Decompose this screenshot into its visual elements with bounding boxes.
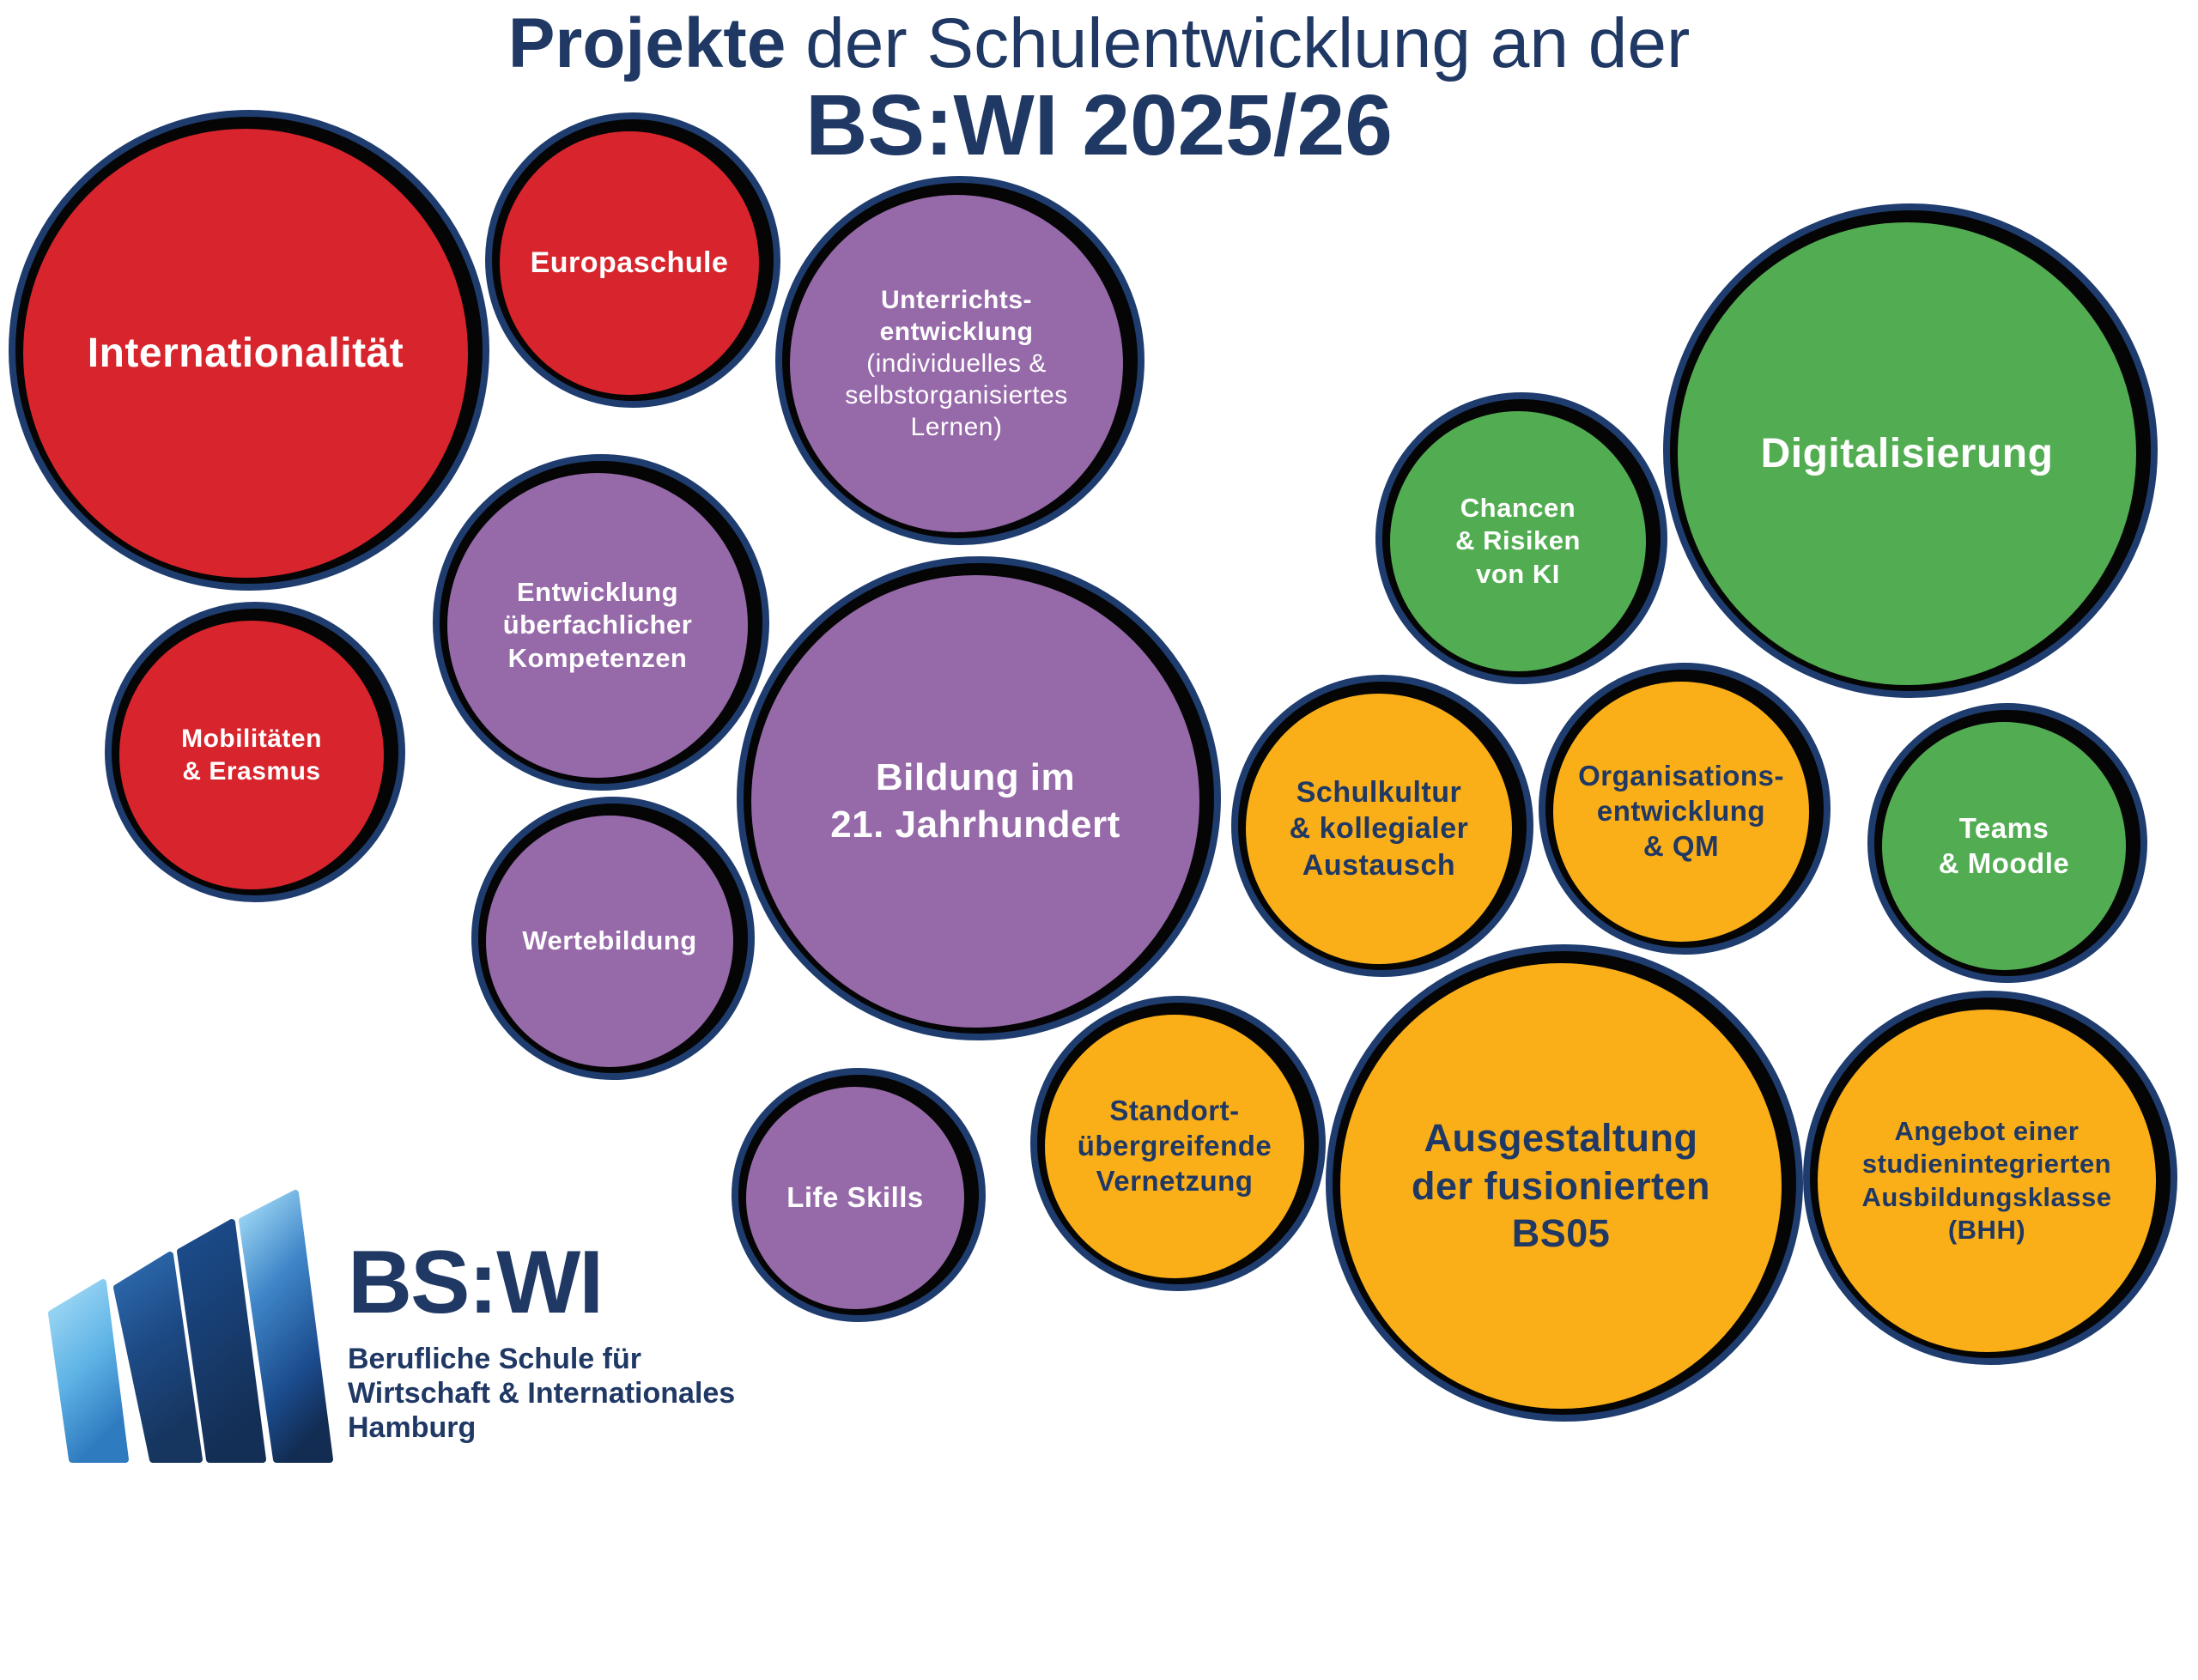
bswi-logo-name: BS:WI [348, 1233, 604, 1332]
bubble-label-line: Standort- [1109, 1095, 1240, 1127]
title-segment: der Schulentwicklung an der [786, 4, 1691, 82]
page-title-line1: Projekte der Schulentwicklung an der [0, 9, 2198, 79]
bubble-label-line: studienintegrierten [1861, 1149, 2112, 1180]
bubble-fill-organisationsentwicklung-qm: Organisations-entwicklung& QM [1553, 682, 1809, 942]
bubble-label-line: der fusionierten [1411, 1163, 1711, 1208]
bubble-label-line: (individuelles & [866, 349, 1047, 378]
bubble-wertebildung: Wertebildung [471, 797, 755, 1080]
bubble-label-line: & Risiken [1455, 525, 1581, 556]
bubble-label-line: BS05 [1511, 1211, 1611, 1256]
bswi-logo-subtitle-3: Hamburg [348, 1411, 477, 1445]
bubble-fill-unterrichtsentwicklung: Unterrichts-entwicklung (individuelles & s… [790, 195, 1123, 532]
bubble-label-mobilitaeten-erasmus: Mobilitäten& Erasmus [119, 723, 384, 786]
bubble-fill-internationalitaet: Internationalität [23, 129, 468, 578]
bubble-label-line: Ausgestaltung [1424, 1115, 1698, 1160]
bubble-fill-europaschule: Europaschule [500, 131, 759, 395]
bubble-label-line: Wertebildung [522, 925, 697, 956]
bubble-label-life-skills: Life Skills [746, 1180, 964, 1216]
bswi-logo-text: BS:WI Berufliche Schule für Wirtschaft &… [348, 1238, 735, 1444]
bubble-bildung-21-jahrhundert: Bildung im 21. Jahrhundert [737, 556, 1221, 1040]
bubble-fill-wertebildung: Wertebildung [486, 816, 733, 1067]
title-segment: Projekte [507, 4, 786, 82]
bubble-label-line: (BHH) [1947, 1214, 2026, 1245]
bubble-label-line: Entwicklung [516, 576, 679, 607]
title-segment: BS:WI 2025/26 [805, 77, 1393, 173]
bubble-label-wertebildung: Wertebildung [486, 925, 733, 957]
bubble-label-line: übergreifende [1077, 1130, 1272, 1162]
bubble-fill-digitalisierung: Digitalisierung [1678, 222, 2136, 685]
bubble-label-line: Schulkultur [1296, 776, 1462, 810]
bubble-label-europaschule: Europaschule [500, 245, 759, 281]
bubble-label-line: Lernen) [910, 413, 1003, 442]
bubble-label-line: Vernetzung [1096, 1164, 1254, 1197]
bubble-fill-life-skills: Life Skills [746, 1087, 964, 1309]
bubble-mobilitaeten-erasmus: Mobilitäten& Erasmus [105, 602, 405, 902]
bubble-label-line: entwicklung [879, 317, 1034, 346]
bubble-internationalitaet: Internationalität [9, 110, 489, 591]
bubble-fill-teams-moodle: Teams& Moodle [1882, 722, 2126, 970]
bubble-label-line: & kollegialer [1289, 812, 1469, 846]
bubble-label-line: & QM [1642, 829, 1720, 862]
bswi-logo-mark-icon [48, 1190, 333, 1463]
bswi-logo: BS:WI Berufliche Schule für Wirtschaft &… [26, 1186, 798, 1470]
bubble-label-line: Angebot einer [1894, 1115, 2080, 1146]
bubble-label-internationalitaet: Internationalität [23, 328, 468, 379]
bubble-label-line: entwicklung [1596, 795, 1766, 828]
bubble-label-unterrichtsentwicklung: Unterrichts-entwicklung (individuelles & s… [790, 284, 1123, 444]
bubble-label-line: Bildung im [875, 755, 1076, 798]
bubble-label-line: 21. Jahrhundert [830, 803, 1120, 846]
bubble-teams-moodle: Teams& Moodle [1867, 703, 2147, 983]
bubble-label-teams-moodle: Teams& Moodle [1882, 811, 2126, 882]
bubble-label-organisationsentwicklung-qm: Organisations-entwicklung& QM [1553, 759, 1809, 864]
bubble-label-line: Mobilitäten [181, 725, 322, 754]
bubble-label-line: Unterrichts- [880, 285, 1033, 314]
bubble-label-line: & Erasmus [182, 756, 321, 785]
bubble-label-digitalisierung: Digitalisierung [1678, 428, 2136, 480]
bubble-life-skills: Life Skills [732, 1068, 986, 1322]
bubble-label-line: & Moodle [1938, 846, 2070, 879]
bubble-label-line: Europaschule [530, 246, 729, 280]
bubble-label-line: Kompetenzen [507, 642, 688, 673]
bubble-fill-mobilitaeten-erasmus: Mobilitäten& Erasmus [119, 621, 384, 889]
bubble-label-line: von KI [1476, 558, 1560, 589]
page-title-line2: BS:WI 2025/26 [0, 82, 2198, 168]
bubble-digitalisierung: Digitalisierung [1663, 203, 2158, 698]
bswi-logo-subtitle-1: Berufliche Schule für [348, 1343, 641, 1375]
bubble-unterrichtsentwicklung: Unterrichts-entwicklung (individuelles & s… [775, 176, 1145, 545]
bubble-organisationsentwicklung-qm: Organisations-entwicklung& QM [1539, 663, 1831, 955]
bubble-label-line: Teams [1958, 811, 2049, 844]
bubble-label-line: überfachlicher [502, 610, 693, 640]
bswi-logo-subtitle-2: Wirtschaft & Internationales [348, 1377, 736, 1410]
bubble-label-bildung-21-jahrhundert: Bildung im 21. Jahrhundert [751, 755, 1199, 848]
bubble-label-line: Life Skills [786, 1181, 924, 1214]
bubble-label-line: Chancen [1460, 492, 1576, 523]
bubble-label-line: Austausch [1302, 848, 1456, 882]
bubble-label-line: Ausbildungsklasse [1861, 1181, 2112, 1212]
bubble-label-line: selbstorganisiertes [845, 381, 1068, 410]
bubble-europaschule: Europaschule [485, 112, 780, 408]
bubble-fill-bildung-21-jahrhundert: Bildung im 21. Jahrhundert [751, 575, 1199, 1028]
bubble-label-line: Internationalität [87, 330, 404, 376]
bubble-label-line: Digitalisierung [1760, 430, 2054, 476]
bubble-label-line: Organisations- [1578, 760, 1784, 792]
